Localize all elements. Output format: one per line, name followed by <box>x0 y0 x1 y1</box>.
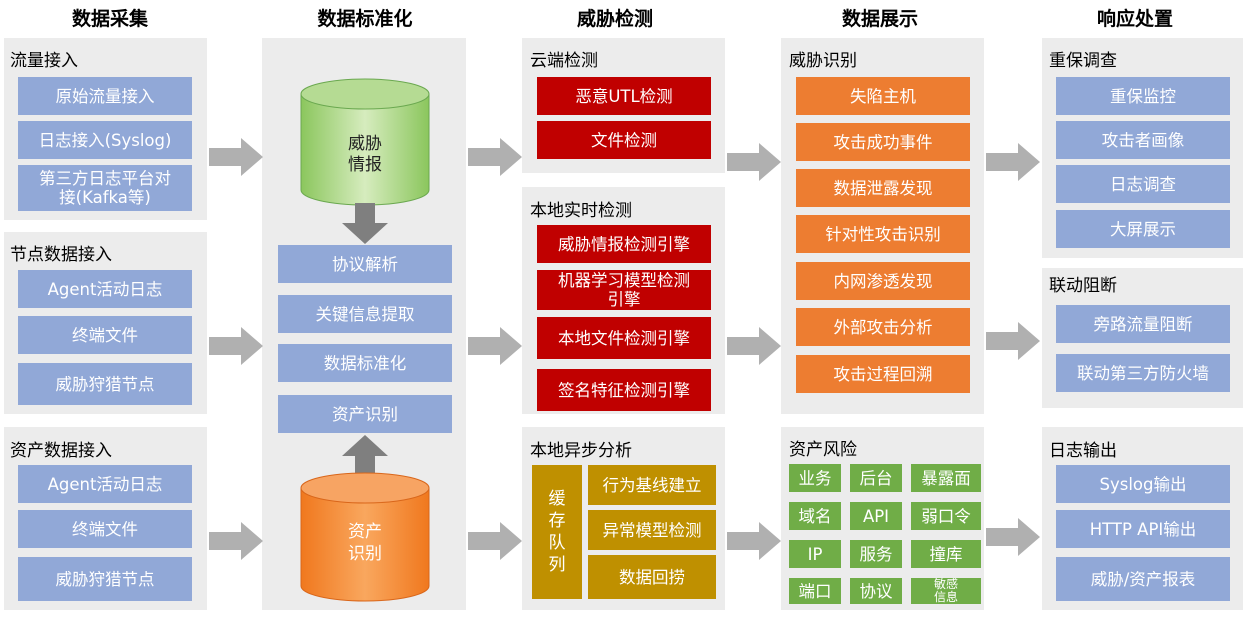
box-malicious-url: 恶意UTL检测 <box>537 77 711 115</box>
third-party-line2: 接(Kafka等) <box>59 188 151 207</box>
box-node-hunt: 威胁狩猎节点 <box>18 363 192 405</box>
risk-credential-stuffing: 撞库 <box>911 540 981 568</box>
sensitive-line1: 敏感 <box>933 577 958 591</box>
right-arrow-icon <box>468 522 522 560</box>
box-asset-agent: Agent活动日志 <box>18 465 192 503</box>
right-arrow-icon <box>468 138 522 176</box>
box-attack-success: 攻击成功事件 <box>796 123 970 161</box>
intel-database-icon <box>300 78 430 206</box>
right-arrow-icon <box>209 327 263 365</box>
panel-title-cloud: 云端检测 <box>530 51 598 71</box>
queue-char-4: 列 <box>548 555 566 575</box>
box-data-fetch: 数据回捞 <box>588 555 716 599</box>
box-baseline: 行为基线建立 <box>588 465 716 505</box>
intel-label-line1: 威胁 <box>348 134 382 154</box>
column-title-standardize: 数据标准化 <box>317 8 413 30</box>
box-syslog: 日志接入(Syslog) <box>18 121 192 159</box>
box-log-investigate: 日志调查 <box>1056 165 1230 203</box>
panel-title-async: 本地异步分析 <box>530 441 632 461</box>
right-arrow-icon <box>986 143 1040 181</box>
right-arrow-icon <box>727 327 781 365</box>
box-syslog-output: Syslog输出 <box>1056 465 1230 503</box>
panel-title-threat-identify: 威胁识别 <box>789 51 857 71</box>
risk-service: 服务 <box>850 540 902 568</box>
risk-ip: IP <box>789 540 841 568</box>
box-external-attack: 外部攻击分析 <box>796 308 970 346</box>
box-anomaly-model: 异常模型检测 <box>588 510 716 550</box>
box-lateral-move: 内网渗透发现 <box>796 262 970 300</box>
box-attack-trace: 攻击过程回溯 <box>796 355 970 393</box>
box-compromised-host: 失陷主机 <box>796 77 970 115</box>
queue-char-2: 存 <box>548 511 566 531</box>
panel-title-log-output: 日志输出 <box>1049 441 1117 461</box>
box-data-standardize: 数据标准化 <box>278 344 452 382</box>
box-cache-queue: 缓 存 队 列 <box>532 465 582 599</box>
box-protocol-parse: 协议解析 <box>278 245 452 283</box>
risk-api: API <box>850 502 902 530</box>
risk-weak-password: 弱口令 <box>911 502 981 530</box>
box-key-monitor: 重保监控 <box>1056 77 1230 115</box>
panel-title-local: 本地实时检测 <box>530 201 632 221</box>
risk-sensitive-info: 敏感 信息 <box>911 578 981 604</box>
queue-char-3: 队 <box>548 533 566 553</box>
box-asset-identify: 资产识别 <box>278 395 452 433</box>
box-data-leak: 数据泄露发现 <box>796 169 970 207</box>
box-asset-file: 终端文件 <box>18 510 192 548</box>
box-firewall-link: 联动第三方防火墙 <box>1056 354 1230 392</box>
right-arrow-icon <box>986 518 1040 556</box>
box-http-api-output: HTTP API输出 <box>1056 510 1230 548</box>
risk-backend: 后台 <box>850 464 902 492</box>
queue-char-1: 缓 <box>548 489 566 509</box>
right-arrow-icon <box>727 522 781 560</box>
right-arrow-icon <box>727 143 781 181</box>
column-title-display: 数据展示 <box>841 8 918 30</box>
box-asset-hunt: 威胁狩猎节点 <box>18 557 192 601</box>
box-local-file-engine: 本地文件检测引擎 <box>537 317 711 359</box>
right-arrow-icon <box>468 327 522 365</box>
box-file-detect: 文件检测 <box>537 121 711 159</box>
third-party-line1: 第三方日志平台对 <box>39 169 171 188</box>
risk-protocol: 协议 <box>850 578 902 604</box>
panel-title-node: 节点数据接入 <box>10 245 112 265</box>
box-targeted-attack: 针对性攻击识别 <box>796 215 970 253</box>
right-arrow-icon <box>209 138 263 176</box>
down-arrow-icon <box>342 203 388 244</box>
panel-title-asset-risk: 资产风险 <box>789 440 857 460</box>
box-third-party: 第三方日志平台对 接(Kafka等) <box>18 165 192 211</box>
ml-engine-line2: 引擎 <box>607 290 641 309</box>
box-big-screen: 大屏展示 <box>1056 210 1230 248</box>
risk-port: 端口 <box>789 578 841 604</box>
asset-database-icon <box>300 472 430 602</box>
panel-title-asset-collect: 资产数据接入 <box>10 441 112 461</box>
box-bypass-block: 旁路流量阻断 <box>1056 305 1230 343</box>
ml-engine-line1: 机器学习模型检测 <box>558 271 690 290</box>
panel-title-block: 联动阻断 <box>1049 276 1117 296</box>
right-arrow-icon <box>986 322 1040 360</box>
up-arrow-icon <box>342 435 388 476</box>
box-attacker-profile: 攻击者画像 <box>1056 121 1230 159</box>
box-signature-engine: 签名特征检测引擎 <box>537 369 711 411</box>
panel-title-investigate: 重保调查 <box>1049 51 1117 71</box>
risk-business: 业务 <box>789 464 841 492</box>
intel-label-line2: 情报 <box>348 155 382 175</box>
box-raw-traffic: 原始流量接入 <box>18 77 192 115</box>
column-title-detection: 威胁检测 <box>576 8 653 30</box>
box-intel-engine: 威胁情报检测引擎 <box>537 225 711 263</box>
risk-domain: 域名 <box>789 502 841 530</box>
box-report: 威胁/资产报表 <box>1056 557 1230 601</box>
box-node-agent: Agent活动日志 <box>18 270 192 308</box>
box-node-file: 终端文件 <box>18 316 192 354</box>
risk-exposure: 暴露面 <box>911 464 981 492</box>
asset-cyl-line1: 资产 <box>348 522 382 542</box>
right-arrow-icon <box>209 522 263 560</box>
sensitive-line2: 信息 <box>933 590 958 604</box>
box-ml-engine: 机器学习模型检测 引擎 <box>537 270 711 310</box>
column-title-collection: 数据采集 <box>71 8 148 30</box>
column-title-response: 响应处置 <box>1096 8 1173 30</box>
asset-cyl-line2: 识别 <box>348 544 382 564</box>
panel-title-traffic: 流量接入 <box>10 51 78 71</box>
box-key-extract: 关键信息提取 <box>278 295 452 333</box>
